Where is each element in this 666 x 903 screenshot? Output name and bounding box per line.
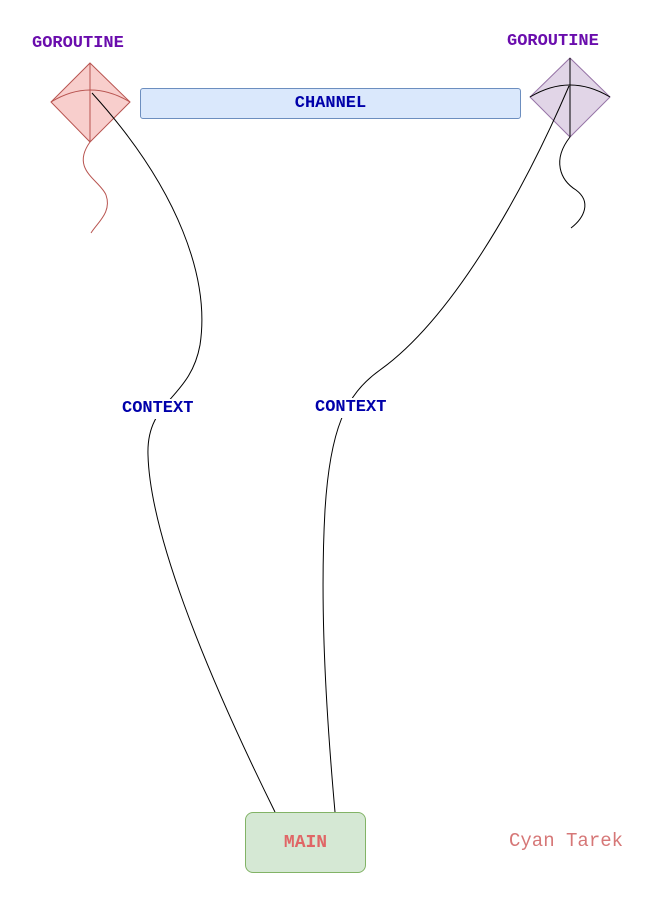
main-box: MAIN	[245, 812, 366, 873]
context-left-label: CONTEXT	[122, 399, 194, 419]
channel-label: CHANNEL	[294, 94, 367, 113]
context-right-label: CONTEXT	[315, 398, 387, 418]
kite-right-spar	[529, 84, 611, 98]
kite-right	[529, 57, 611, 229]
goroutine-right-label: GOROUTINE	[507, 32, 599, 51]
kite-left-tail	[82, 141, 108, 234]
context-string-right	[322, 85, 570, 813]
context-string-left	[91, 92, 276, 813]
kite-left-spar	[50, 89, 131, 103]
goroutine-left-label: GOROUTINE	[32, 34, 124, 53]
channel-box: CHANNEL	[140, 88, 521, 119]
author-signature: Cyan Tarek	[509, 830, 624, 852]
main-label: MAIN	[283, 832, 328, 853]
kite-right-tail	[559, 136, 586, 229]
kite-left	[50, 62, 131, 234]
